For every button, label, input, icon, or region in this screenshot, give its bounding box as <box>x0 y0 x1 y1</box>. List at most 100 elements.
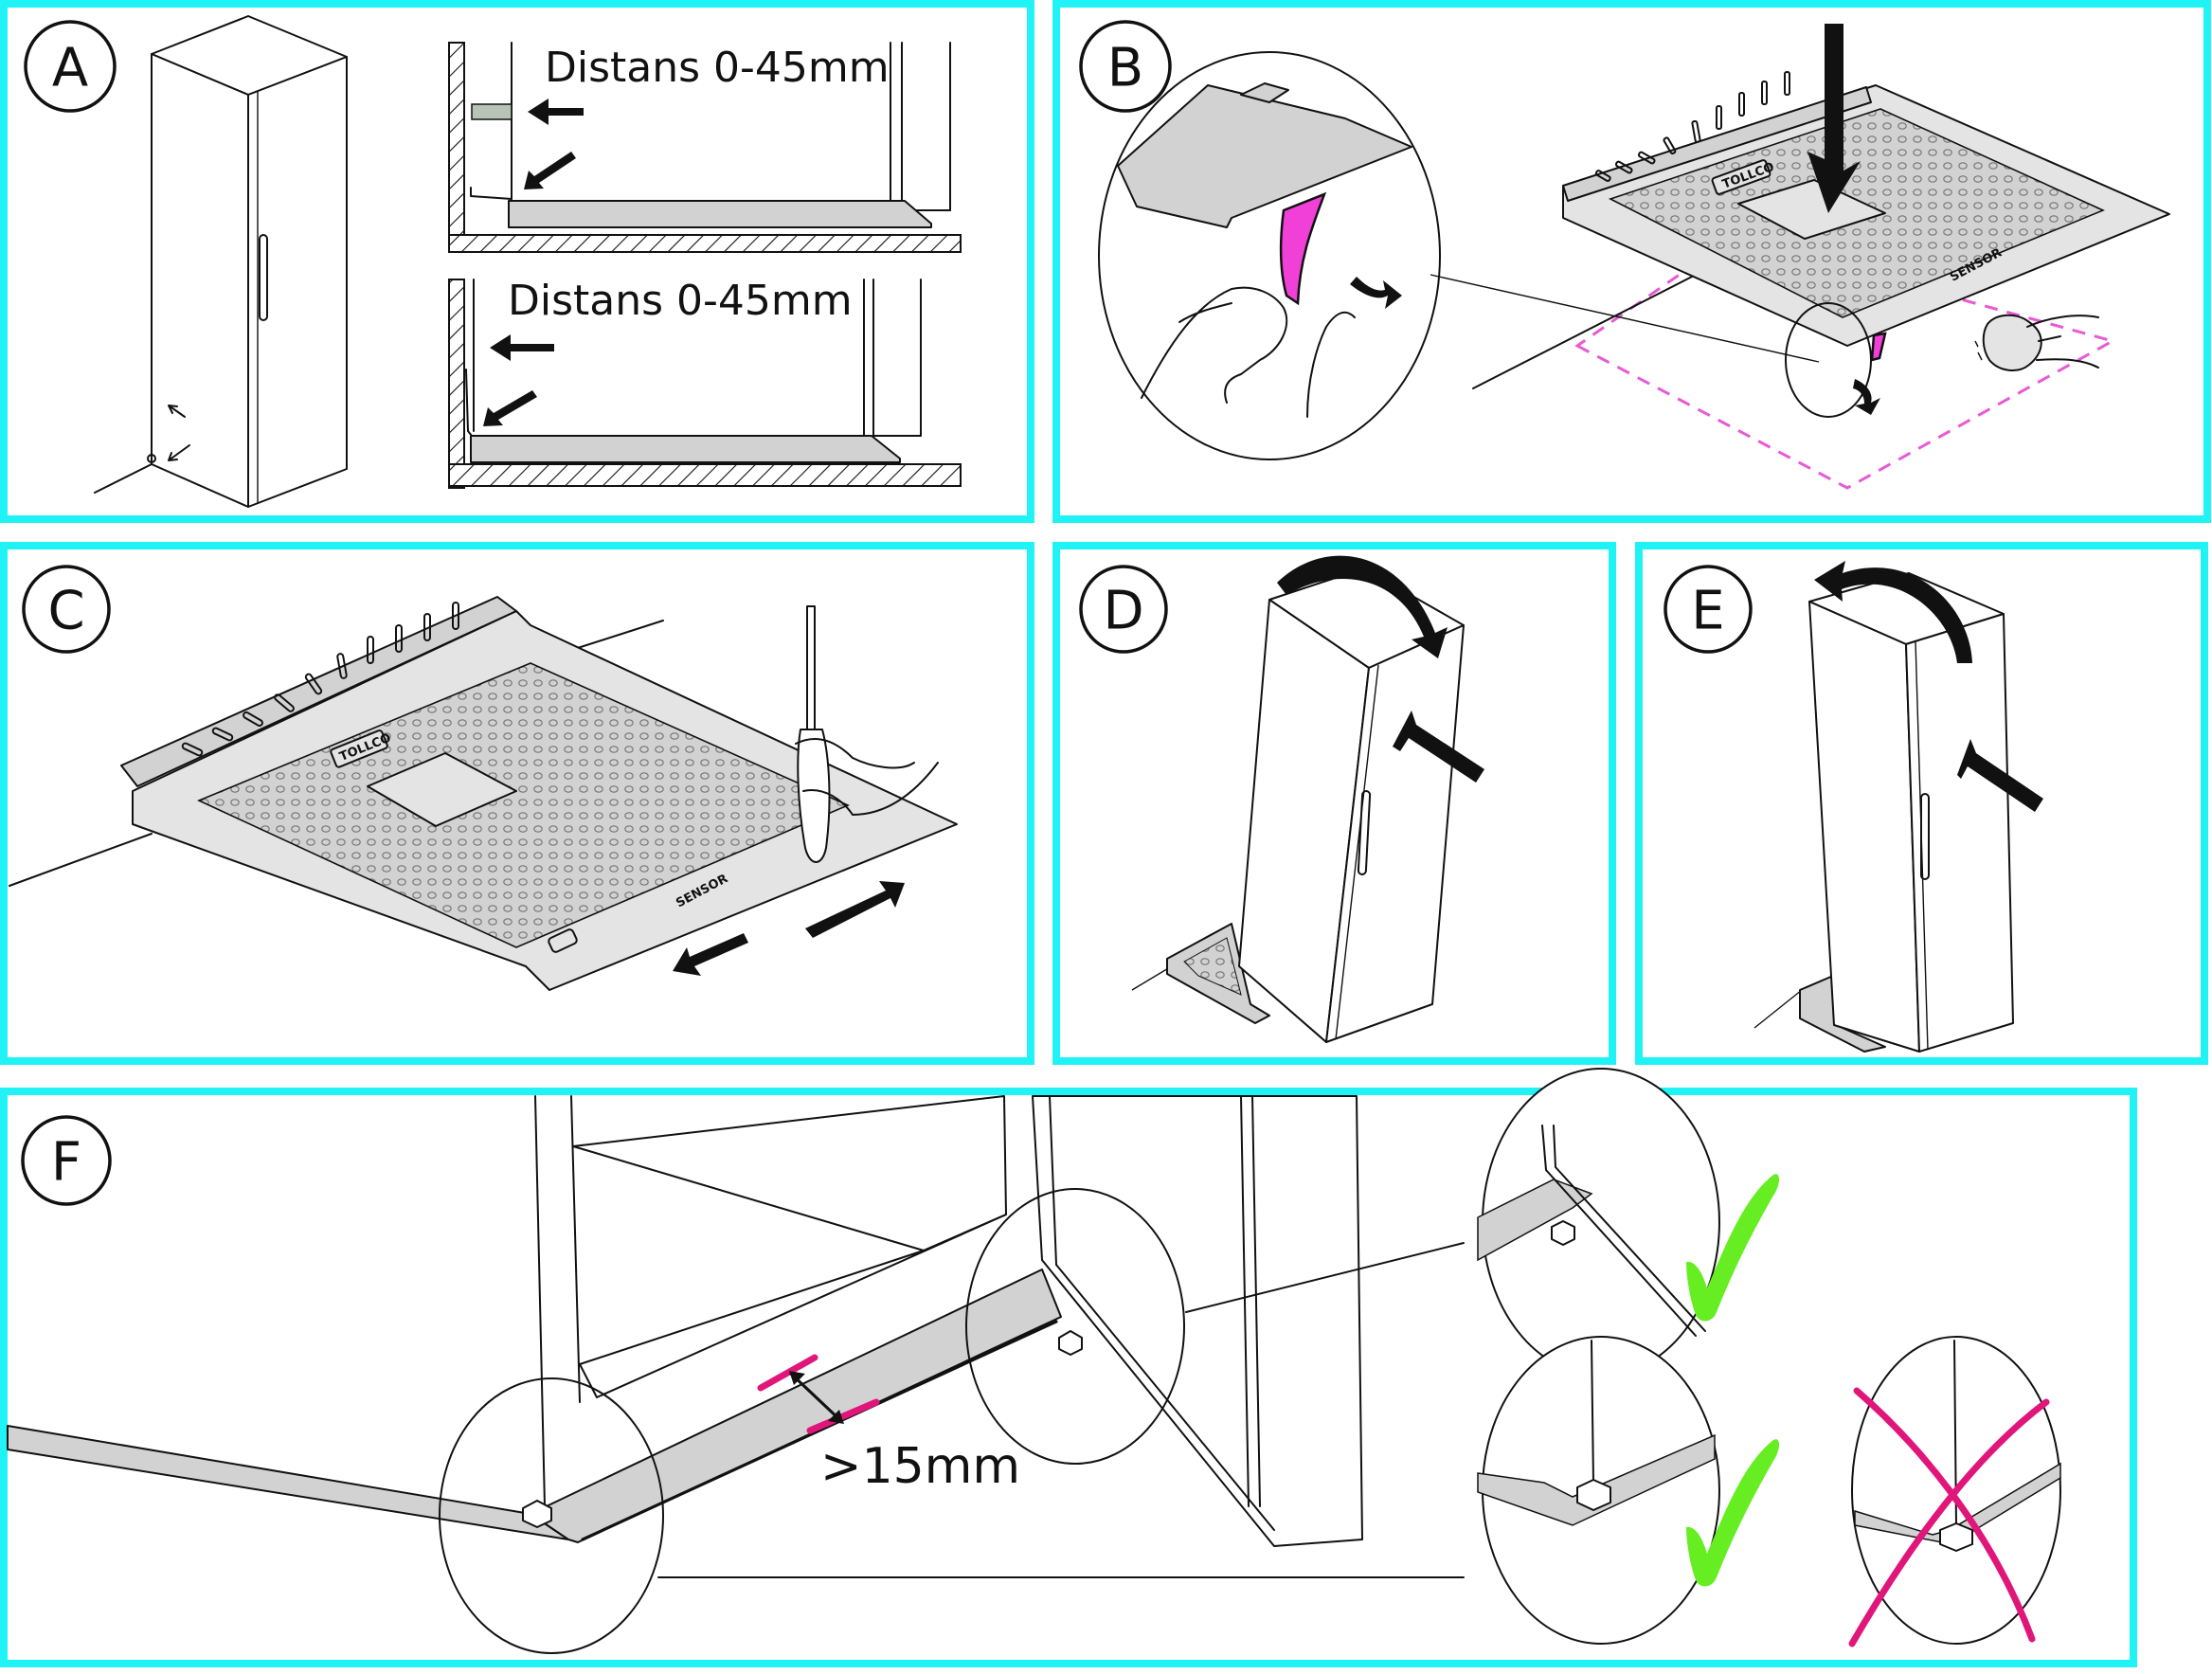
floor-line <box>1753 989 1803 1029</box>
brand-badge <box>330 729 388 768</box>
distance-caption-top: Distans 0-45mm <box>545 44 890 92</box>
tray-perforated-floor <box>1183 937 1242 996</box>
left-arrow-icon <box>528 99 584 125</box>
panel-b: B TOLLCO SENSOR <box>1052 0 2211 523</box>
cross-icon-stroke <box>1853 1387 2036 1643</box>
tray-center-pad <box>1737 179 1886 240</box>
tray-clip <box>548 928 578 953</box>
appliance-door <box>1905 613 2014 1053</box>
detail-wall-gap-top: Distans 0-45mm <box>448 42 962 253</box>
adjustable-foot <box>1058 1330 1083 1356</box>
detail-wall-gap-bottom: Distans 0-45mm <box>448 277 962 489</box>
tray-illustration: TOLLCO SENSOR <box>1562 24 2170 362</box>
hand-left <box>1141 286 1288 404</box>
connector-line-top <box>1185 1242 1465 1313</box>
hand-right <box>1306 311 1356 418</box>
appliance-tilted <box>1238 555 1484 1043</box>
adjustable-foot <box>1576 1479 1611 1511</box>
spacer-block <box>471 103 513 120</box>
step-label-c-circle <box>22 565 111 654</box>
step-label-a-circle <box>24 20 117 113</box>
tray-under-appliance <box>1166 923 1270 1024</box>
detail-connector-line <box>1430 274 1820 363</box>
detail-circle-foot <box>439 1377 664 1654</box>
panel-d: D <box>1052 542 1616 1065</box>
cabinet-door <box>247 56 348 508</box>
check-icon <box>1686 1439 1779 1587</box>
screwdriver-handle <box>797 729 831 863</box>
curved-arrow-icon <box>1350 277 1402 309</box>
door-edge <box>1335 664 1379 1040</box>
step-label-b-text: B <box>1107 38 1143 99</box>
step-label-d-text: D <box>1103 581 1143 642</box>
step-label-d: D <box>1079 565 1168 654</box>
tray-lip <box>470 187 513 200</box>
tray-illustration: TOLLCO SENSOR <box>120 596 958 991</box>
down-arrow-icon <box>1807 24 1861 213</box>
tray-side-view <box>508 200 932 228</box>
cleaning-hand <box>1974 314 2099 371</box>
detail-foot-wrong <box>1848 1336 2061 1647</box>
panel-e: E <box>1635 542 2208 1065</box>
screwdriver-hand <box>795 605 939 863</box>
floor-line <box>1472 274 1697 389</box>
tray-perforated-floor <box>197 662 850 948</box>
slide-right-arrow-icon <box>805 881 905 938</box>
tray-corner-clip <box>1240 82 1289 103</box>
tray-front-rim <box>581 1320 1058 1541</box>
diagonal-arrow-icon <box>524 152 576 189</box>
step-label-e-circle <box>1663 565 1753 654</box>
appliance-interior-floor <box>579 1214 1007 1398</box>
step-label-b-circle <box>1079 20 1172 113</box>
hatched-wall <box>448 279 465 489</box>
appliance-corner <box>1591 1340 1594 1484</box>
curved-arrow-icon <box>1853 379 1880 415</box>
step-label-b: B <box>1079 20 1172 113</box>
detail-circle-large <box>1098 51 1441 460</box>
hatched-floor <box>448 234 962 253</box>
tape-strip <box>1279 191 1327 306</box>
open-door <box>1032 1095 1363 1547</box>
tray-edge <box>1477 1433 1716 1526</box>
appliance-open <box>534 1095 1363 1547</box>
floor-line <box>94 463 153 494</box>
tray-lip <box>465 369 473 437</box>
slide-left-arrow-icon <box>673 933 748 976</box>
step-label-a: A <box>24 20 117 113</box>
step-label-c-text: C <box>47 581 84 642</box>
hand <box>795 738 939 816</box>
small-arrow-icon <box>168 444 190 461</box>
distance-caption-bottom: Distans 0-45mm <box>508 277 853 325</box>
adjustable-foot <box>522 1500 552 1528</box>
panel-c: C TOLLCO SENSOR <box>0 542 1034 1065</box>
appliance-upright <box>1808 561 2043 1053</box>
cleaning-cloth <box>1982 314 2042 371</box>
appliance-corner <box>534 1095 546 1507</box>
tray-back-wall <box>120 596 517 787</box>
tray-edge <box>1477 1179 1593 1262</box>
dimension-line <box>789 1372 843 1423</box>
panel-a: A Distans 0-45mm <box>0 0 1034 523</box>
tray-center-pad <box>367 752 517 827</box>
diagonal-arrow-icon <box>483 390 537 426</box>
tray-back-wall <box>1562 86 1872 202</box>
step-label-e: E <box>1663 565 1753 654</box>
floor-line <box>9 833 153 887</box>
door-handle <box>259 234 268 321</box>
motion-lines <box>1974 340 1983 361</box>
step-label-f-text: F <box>51 1132 81 1194</box>
hatched-floor <box>448 463 962 487</box>
step-label-d-circle <box>1079 565 1168 654</box>
door-handle <box>1920 793 1930 880</box>
hand <box>2026 315 2099 369</box>
rotate-clockwise-arrow-icon <box>1277 555 1448 658</box>
step-label-c: C <box>22 565 111 654</box>
adjustable-foot <box>1551 1220 1575 1246</box>
detail-circle-door <box>965 1188 1185 1465</box>
left-arrow-icon <box>490 334 554 361</box>
door-gasket <box>1049 1095 1057 1266</box>
push-arrow-icon <box>1393 711 1484 783</box>
tray-side-view <box>470 435 901 463</box>
cabinet-illustration <box>94 15 348 508</box>
